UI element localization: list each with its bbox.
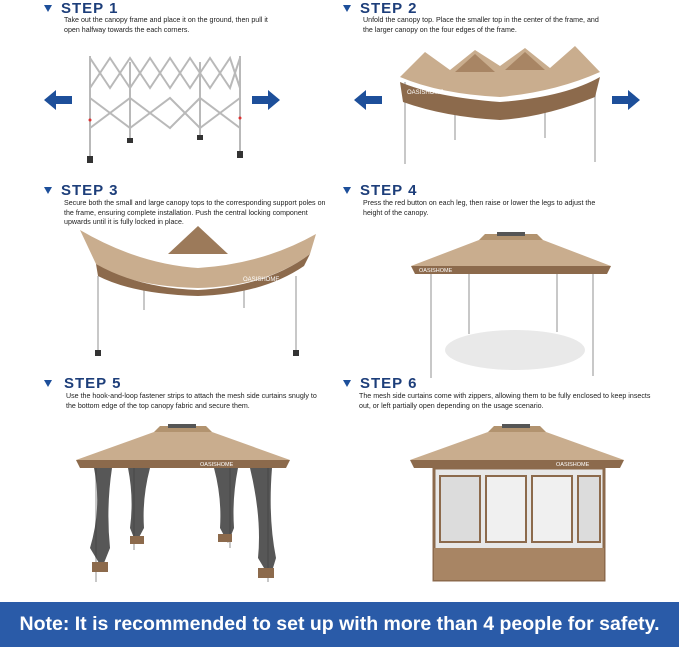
brand-logo: OASISHOME [243, 277, 279, 283]
step-1-heading: STEP 1 [44, 0, 118, 17]
step-6-heading: STEP 6 [343, 375, 417, 392]
step-4-description: Press the red button on each leg, then r… [363, 199, 596, 217]
brand-logo: OASISHOME [407, 90, 443, 96]
triangle-bullet-icon [44, 187, 52, 194]
canopy-raised-illustration: OASISHOME [411, 232, 611, 378]
canopy-with-curtains-illustration: OASISHOME [76, 424, 290, 582]
step-5-description: Use the hook-and-loop fastener strips to… [66, 392, 317, 410]
triangle-bullet-icon [343, 187, 351, 194]
canopy-enclosed-illustration: OASISHOME [410, 424, 624, 582]
triangle-bullet-icon [343, 5, 351, 12]
step-3-title: STEP 3 [61, 182, 119, 199]
arrow-left-icon [44, 90, 72, 110]
brand-logo: OASISHOME [200, 462, 234, 468]
brand-logo: OASISHOME [556, 462, 590, 468]
step-4-heading: STEP 4 [343, 182, 417, 199]
step-3-heading: STEP 3 [44, 182, 118, 199]
step-6-description: The mesh side curtains come with zippers… [359, 392, 651, 410]
step-5-title: STEP 5 [64, 375, 122, 392]
step-6-title: STEP 6 [360, 375, 418, 392]
canopy-unfolded-illustration: OASISHOME [400, 46, 600, 164]
arrow-right-icon [252, 90, 280, 110]
triangle-bullet-icon [44, 380, 52, 387]
arrow-left-icon [354, 90, 382, 110]
triangle-bullet-icon [44, 5, 52, 12]
arrow-right-icon [612, 90, 640, 110]
step-4-title: STEP 4 [360, 182, 418, 199]
canopy-secured-illustration: OASISHOME [80, 226, 316, 356]
step-2-title: STEP 2 [360, 0, 418, 17]
step-1-description: Take out the canopy frame and place it o… [64, 16, 268, 34]
canopy-frame-half-open-illustration [87, 55, 243, 163]
step-3-description: Secure both the small and large canopy t… [64, 199, 326, 227]
step-5-heading: STEP 5 [44, 375, 121, 392]
step-2-description: Unfold the canopy top. Place the smaller… [363, 16, 599, 34]
brand-logo: OASISHOME [419, 268, 453, 274]
triangle-bullet-icon [343, 380, 351, 387]
step-2-heading: STEP 2 [343, 0, 417, 17]
safety-note-banner: Note: It is recommended to set up with m… [0, 602, 679, 647]
step-1-title: STEP 1 [61, 0, 119, 17]
